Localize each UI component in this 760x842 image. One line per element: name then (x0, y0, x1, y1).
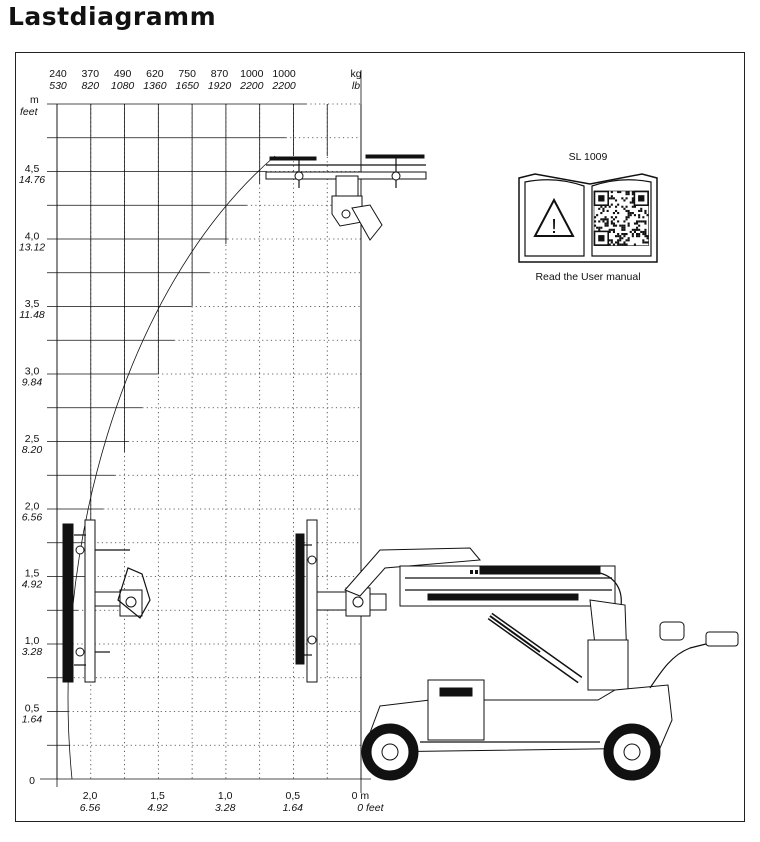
reach-tick-feet: 6.56 (80, 802, 101, 814)
height-tick-feet: 13.12 (19, 241, 45, 253)
load-kg-label: 490 (114, 68, 132, 80)
warning-triangle-icon: ! (533, 197, 575, 238)
load-kg-label: 1000 (240, 68, 264, 80)
height-tick-m: 0,5 (25, 703, 40, 715)
svg-text:!: ! (551, 216, 557, 238)
suction-frame-middle-position (295, 519, 387, 683)
page-title: Lastdiagramm (8, 2, 217, 31)
reach-tick-feet: 3.28 (215, 802, 236, 814)
glass-lifting-machine (344, 547, 739, 781)
reach-tick-feet: 4.92 (147, 802, 168, 814)
height-tick-m: 4,5 (25, 163, 40, 175)
load-lb-label: 1080 (111, 80, 135, 92)
height-tick-feet: 8.20 (22, 444, 43, 456)
load-lb-label: 530 (49, 80, 67, 92)
load-lb-label: 820 (82, 80, 100, 92)
height-tick-feet: 4.92 (22, 579, 43, 591)
height-tick-feet: 9.84 (22, 376, 43, 388)
read-manual-notice: SL 1009 ! Read the User manual (518, 151, 658, 283)
reach-tick-feet: 1.64 (283, 802, 304, 814)
reach-tick-feet: 0 feet (357, 802, 384, 814)
height-tick-m: 2,5 (25, 433, 40, 445)
read-manual-caption: Read the User manual (535, 271, 640, 283)
height-tick-m: 3,0 (25, 365, 40, 377)
reach-tick-m: 1,0 (218, 790, 233, 802)
height-tick-feet: 1.64 (22, 714, 43, 726)
reach-envelope-curve (67, 155, 276, 780)
height-tick-m: 0 (29, 775, 35, 787)
load-lb-label: 1360 (143, 80, 167, 92)
qr-code-icon (593, 190, 649, 246)
height-unit-feet: feet (20, 106, 39, 118)
model-name: SL 1009 (569, 151, 608, 163)
load-unit-lb: lb (352, 80, 360, 92)
height-tick-m: 4,0 (25, 230, 40, 242)
suction-frame-top-position (265, 154, 427, 241)
suction-frame-left-position (62, 519, 151, 683)
height-tick-feet: 6.56 (22, 511, 43, 523)
height-tick-m: 2,0 (25, 500, 40, 512)
height-tick-feet: 11.48 (19, 309, 45, 321)
height-tick-m: 1,0 (25, 635, 40, 647)
load-diagram-frame (15, 52, 745, 822)
height-tick-m: 1,5 (25, 568, 40, 580)
reach-tick-m: 1,5 (150, 790, 165, 802)
height-unit-m: m (30, 94, 39, 106)
height-tick-feet: 14.76 (19, 174, 45, 186)
load-kg-label: 370 (82, 68, 100, 80)
load-unit-kg: kg (350, 68, 361, 80)
load-kg-label: 1000 (272, 68, 296, 80)
load-lb-label: 1920 (208, 80, 232, 92)
reach-tick-m: 0,5 (285, 790, 300, 802)
load-kg-label: 240 (49, 68, 67, 80)
load-lb-label: 2200 (271, 80, 296, 92)
height-tick-feet: 3.28 (22, 646, 43, 658)
load-kg-label: 750 (178, 68, 196, 80)
height-tick-m: 3,5 (25, 298, 40, 310)
reach-tick-m: 0 m (352, 790, 370, 802)
load-lb-label: 2200 (239, 80, 264, 92)
load-kg-label: 620 (146, 68, 164, 80)
load-kg-label: 870 (211, 68, 229, 80)
reach-tick-m: 2,0 (83, 790, 98, 802)
load-lb-label: 1650 (176, 80, 200, 92)
